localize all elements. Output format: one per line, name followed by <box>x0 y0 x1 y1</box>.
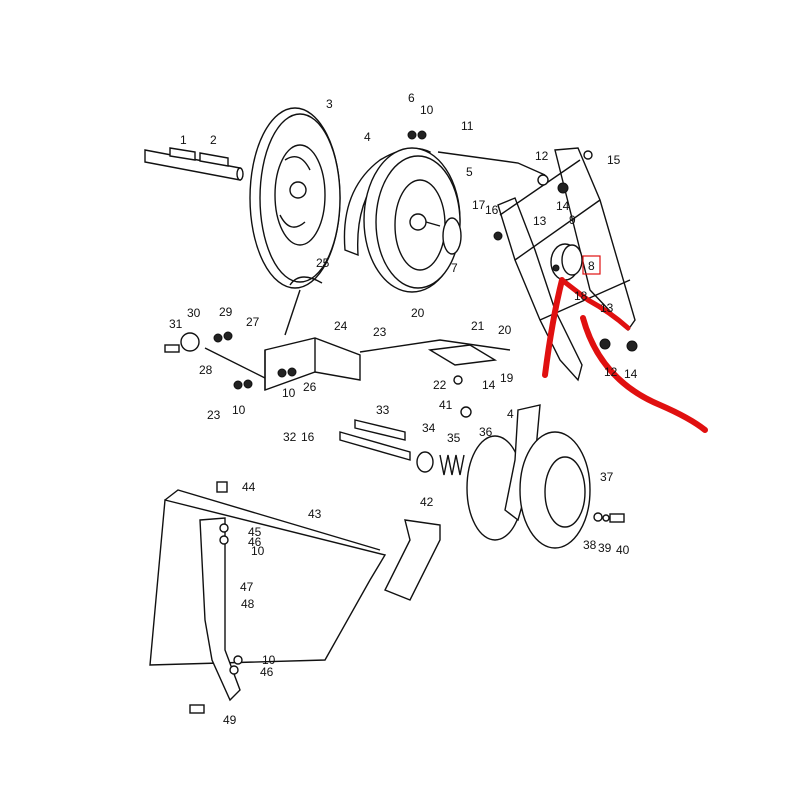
callout: 16 <box>301 430 315 444</box>
callout: 11 <box>461 119 474 133</box>
callout: 1 <box>180 133 187 147</box>
callout: 17 <box>472 198 486 212</box>
callout: 40 <box>616 543 630 557</box>
callout: 10 <box>420 103 434 117</box>
shaft-assembly <box>144 147 244 181</box>
rod-11 <box>437 151 546 176</box>
callout: 28 <box>199 363 213 377</box>
callout: 25 <box>316 256 330 270</box>
bottom-frame-43 <box>149 481 441 714</box>
callout: 33 <box>376 403 390 417</box>
callout: 12 <box>535 149 549 163</box>
callout: 4 <box>364 130 371 144</box>
callout: 47 <box>240 580 254 594</box>
callout: 31 <box>169 317 183 331</box>
callout: 39 <box>598 541 612 555</box>
callout: 19 <box>500 371 514 385</box>
callout: 21 <box>471 319 485 333</box>
callout: 12 <box>604 365 618 379</box>
callout: 3 <box>326 97 333 111</box>
callout: 27 <box>246 315 260 329</box>
hardware <box>407 130 638 418</box>
callout: 24 <box>334 319 348 333</box>
callout: 20 <box>498 323 512 337</box>
callout: 15 <box>607 153 621 167</box>
callout: 10 <box>251 544 265 558</box>
callout: 30 <box>187 306 201 320</box>
callout: 10 <box>232 403 246 417</box>
callout: 5 <box>466 165 473 179</box>
callout: 13 <box>533 214 547 228</box>
callout: 26 <box>303 380 317 394</box>
callout: 10 <box>282 386 296 400</box>
callout: 36 <box>479 425 493 439</box>
callout: 22 <box>433 378 447 392</box>
callout: 8 <box>588 259 595 273</box>
callout: 41 <box>439 398 453 412</box>
spring-assembly <box>339 404 625 549</box>
callout: 49 <box>223 713 237 727</box>
callout: 20 <box>411 306 425 320</box>
callout: 10 <box>262 653 276 667</box>
frame-plates <box>497 147 636 382</box>
callout: 18 <box>574 289 588 303</box>
callout-labels: 1 2 3 4 5 6 10 11 12 15 14 13 17 16 9 7 … <box>169 91 638 727</box>
callout: 23 <box>207 408 221 422</box>
callout: 14 <box>482 378 496 392</box>
pulley-7 <box>442 217 462 255</box>
callout: 43 <box>308 507 322 521</box>
hub-8 <box>550 243 583 281</box>
callout: 45 <box>248 525 262 539</box>
callout: 48 <box>241 597 255 611</box>
callout: 46 <box>248 535 262 549</box>
callout: 29 <box>219 305 233 319</box>
callout: 38 <box>583 538 597 552</box>
callout: 34 <box>422 421 436 435</box>
callout: 35 <box>447 431 461 445</box>
callout: 2 <box>210 133 217 147</box>
callout: 13 <box>600 301 614 315</box>
red-annotation-arrows <box>542 277 708 433</box>
pulley-5 <box>363 147 461 293</box>
pulley-3 <box>249 107 341 289</box>
callout: 37 <box>600 470 614 484</box>
callout: 14 <box>624 367 638 381</box>
callout: 7 <box>451 261 458 275</box>
highlight-box <box>582 255 601 275</box>
linkage-box-24 <box>164 276 511 391</box>
callout: 46 <box>260 665 274 679</box>
callout: 4 <box>507 407 514 421</box>
callout: 6 <box>408 91 415 105</box>
callout: 42 <box>420 495 434 509</box>
callout: 14 <box>556 199 570 213</box>
callout: 9 <box>569 213 576 227</box>
callout: 23 <box>373 325 387 339</box>
callout: 32 <box>283 430 297 444</box>
callout: 16 <box>485 203 499 217</box>
callout: 44 <box>242 480 256 494</box>
